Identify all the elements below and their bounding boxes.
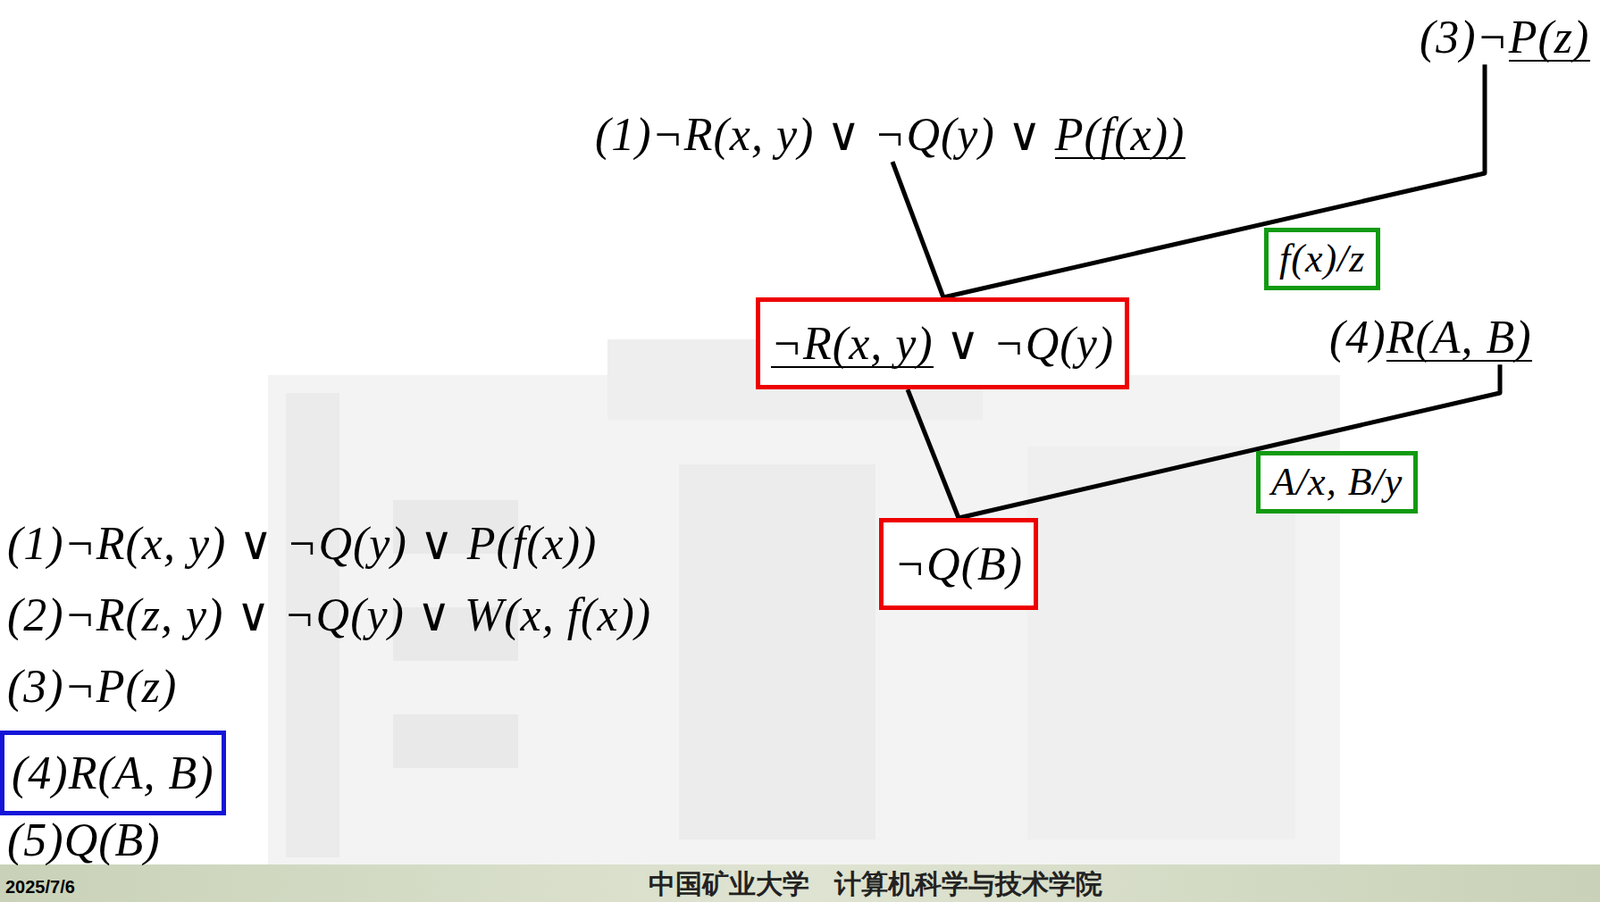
resolution-line — [907, 389, 959, 519]
clause-formula: f(x)/z — [1279, 237, 1366, 281]
clause-formula: (4)R(A, B) — [1329, 311, 1533, 363]
clause-text: (3)¬P(z) — [1415, 9, 1593, 65]
clause-formula: (3)¬P(z) — [1419, 11, 1590, 63]
date-stamp: 2025/7/6 — [5, 877, 76, 898]
highlight-box: (4)R(A, B) — [0, 730, 227, 816]
clause-list-item: (3)¬P(z) — [7, 661, 177, 713]
footer-text: 中国矿业大学 计算机科学与技术学院 — [648, 866, 1103, 902]
clause-text: (4)R(A, B) — [1325, 309, 1536, 365]
resolved-literal-underline — [770, 366, 934, 369]
clause-list-item: (2)¬R(z, y) ∨ ¬Q(y) ∨ W(x, f(x)) — [7, 589, 652, 641]
substitution-box: f(x)/z — [1264, 227, 1381, 291]
substitution-box: A/x, B/y — [1256, 451, 1418, 514]
clause-list-item: (1)¬R(x, y) ∨ ¬Q(y) ∨ P(f(x)) — [7, 518, 597, 570]
resolved-literal-underline — [1386, 360, 1533, 362]
clause-formula: ¬R(x, y) ∨ ¬Q(y) — [770, 318, 1115, 369]
resolved-literal-underline — [1508, 59, 1591, 62]
resolvent-box: ¬R(x, y) ∨ ¬Q(y) — [755, 297, 1130, 390]
clause-formula: (1)¬R(x, y) ∨ ¬Q(y) ∨ P(f(x)) — [594, 108, 1185, 160]
resolved-literal-underline — [1055, 157, 1186, 160]
clause-formula: ¬Q(B) — [894, 538, 1023, 590]
resolvent-box: ¬Q(B) — [879, 518, 1039, 611]
clause-text: (1)¬R(x, y) ∨ ¬Q(y) ∨ P(f(x)) — [591, 107, 1189, 162]
resolution-line — [943, 64, 1485, 298]
resolution-line — [892, 161, 944, 298]
clause-formula: (4)R(A, B) — [11, 747, 215, 799]
clause-formula: A/x, B/y — [1271, 460, 1403, 504]
clause-list-item: (5)Q(B) — [7, 814, 161, 866]
